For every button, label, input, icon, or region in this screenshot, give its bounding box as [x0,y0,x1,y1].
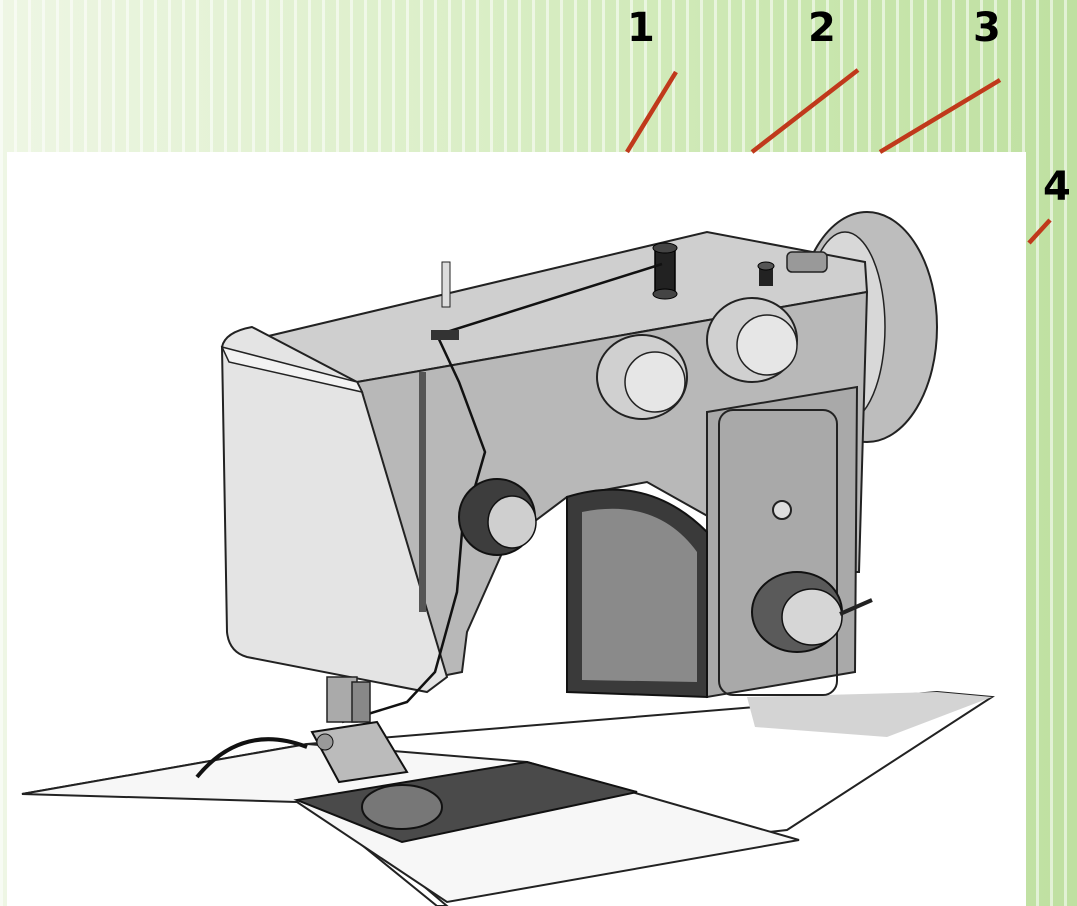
machine-head [220,325,449,694]
presser-bar [419,372,426,612]
base-shadow [747,692,992,737]
sewing-machine-illustration [7,152,1026,906]
callout-number-4: 4 [1043,164,1071,210]
callout-line-4 [1027,218,1052,245]
presser-foot [310,720,409,784]
callout-line-2 [750,68,860,154]
callout-number-1: 1 [627,5,655,51]
callout-number-2: 2 [808,5,836,51]
callout-line-1 [625,70,678,154]
callout-line-3 [878,78,1002,154]
callout-number-3: 3 [973,5,1001,51]
